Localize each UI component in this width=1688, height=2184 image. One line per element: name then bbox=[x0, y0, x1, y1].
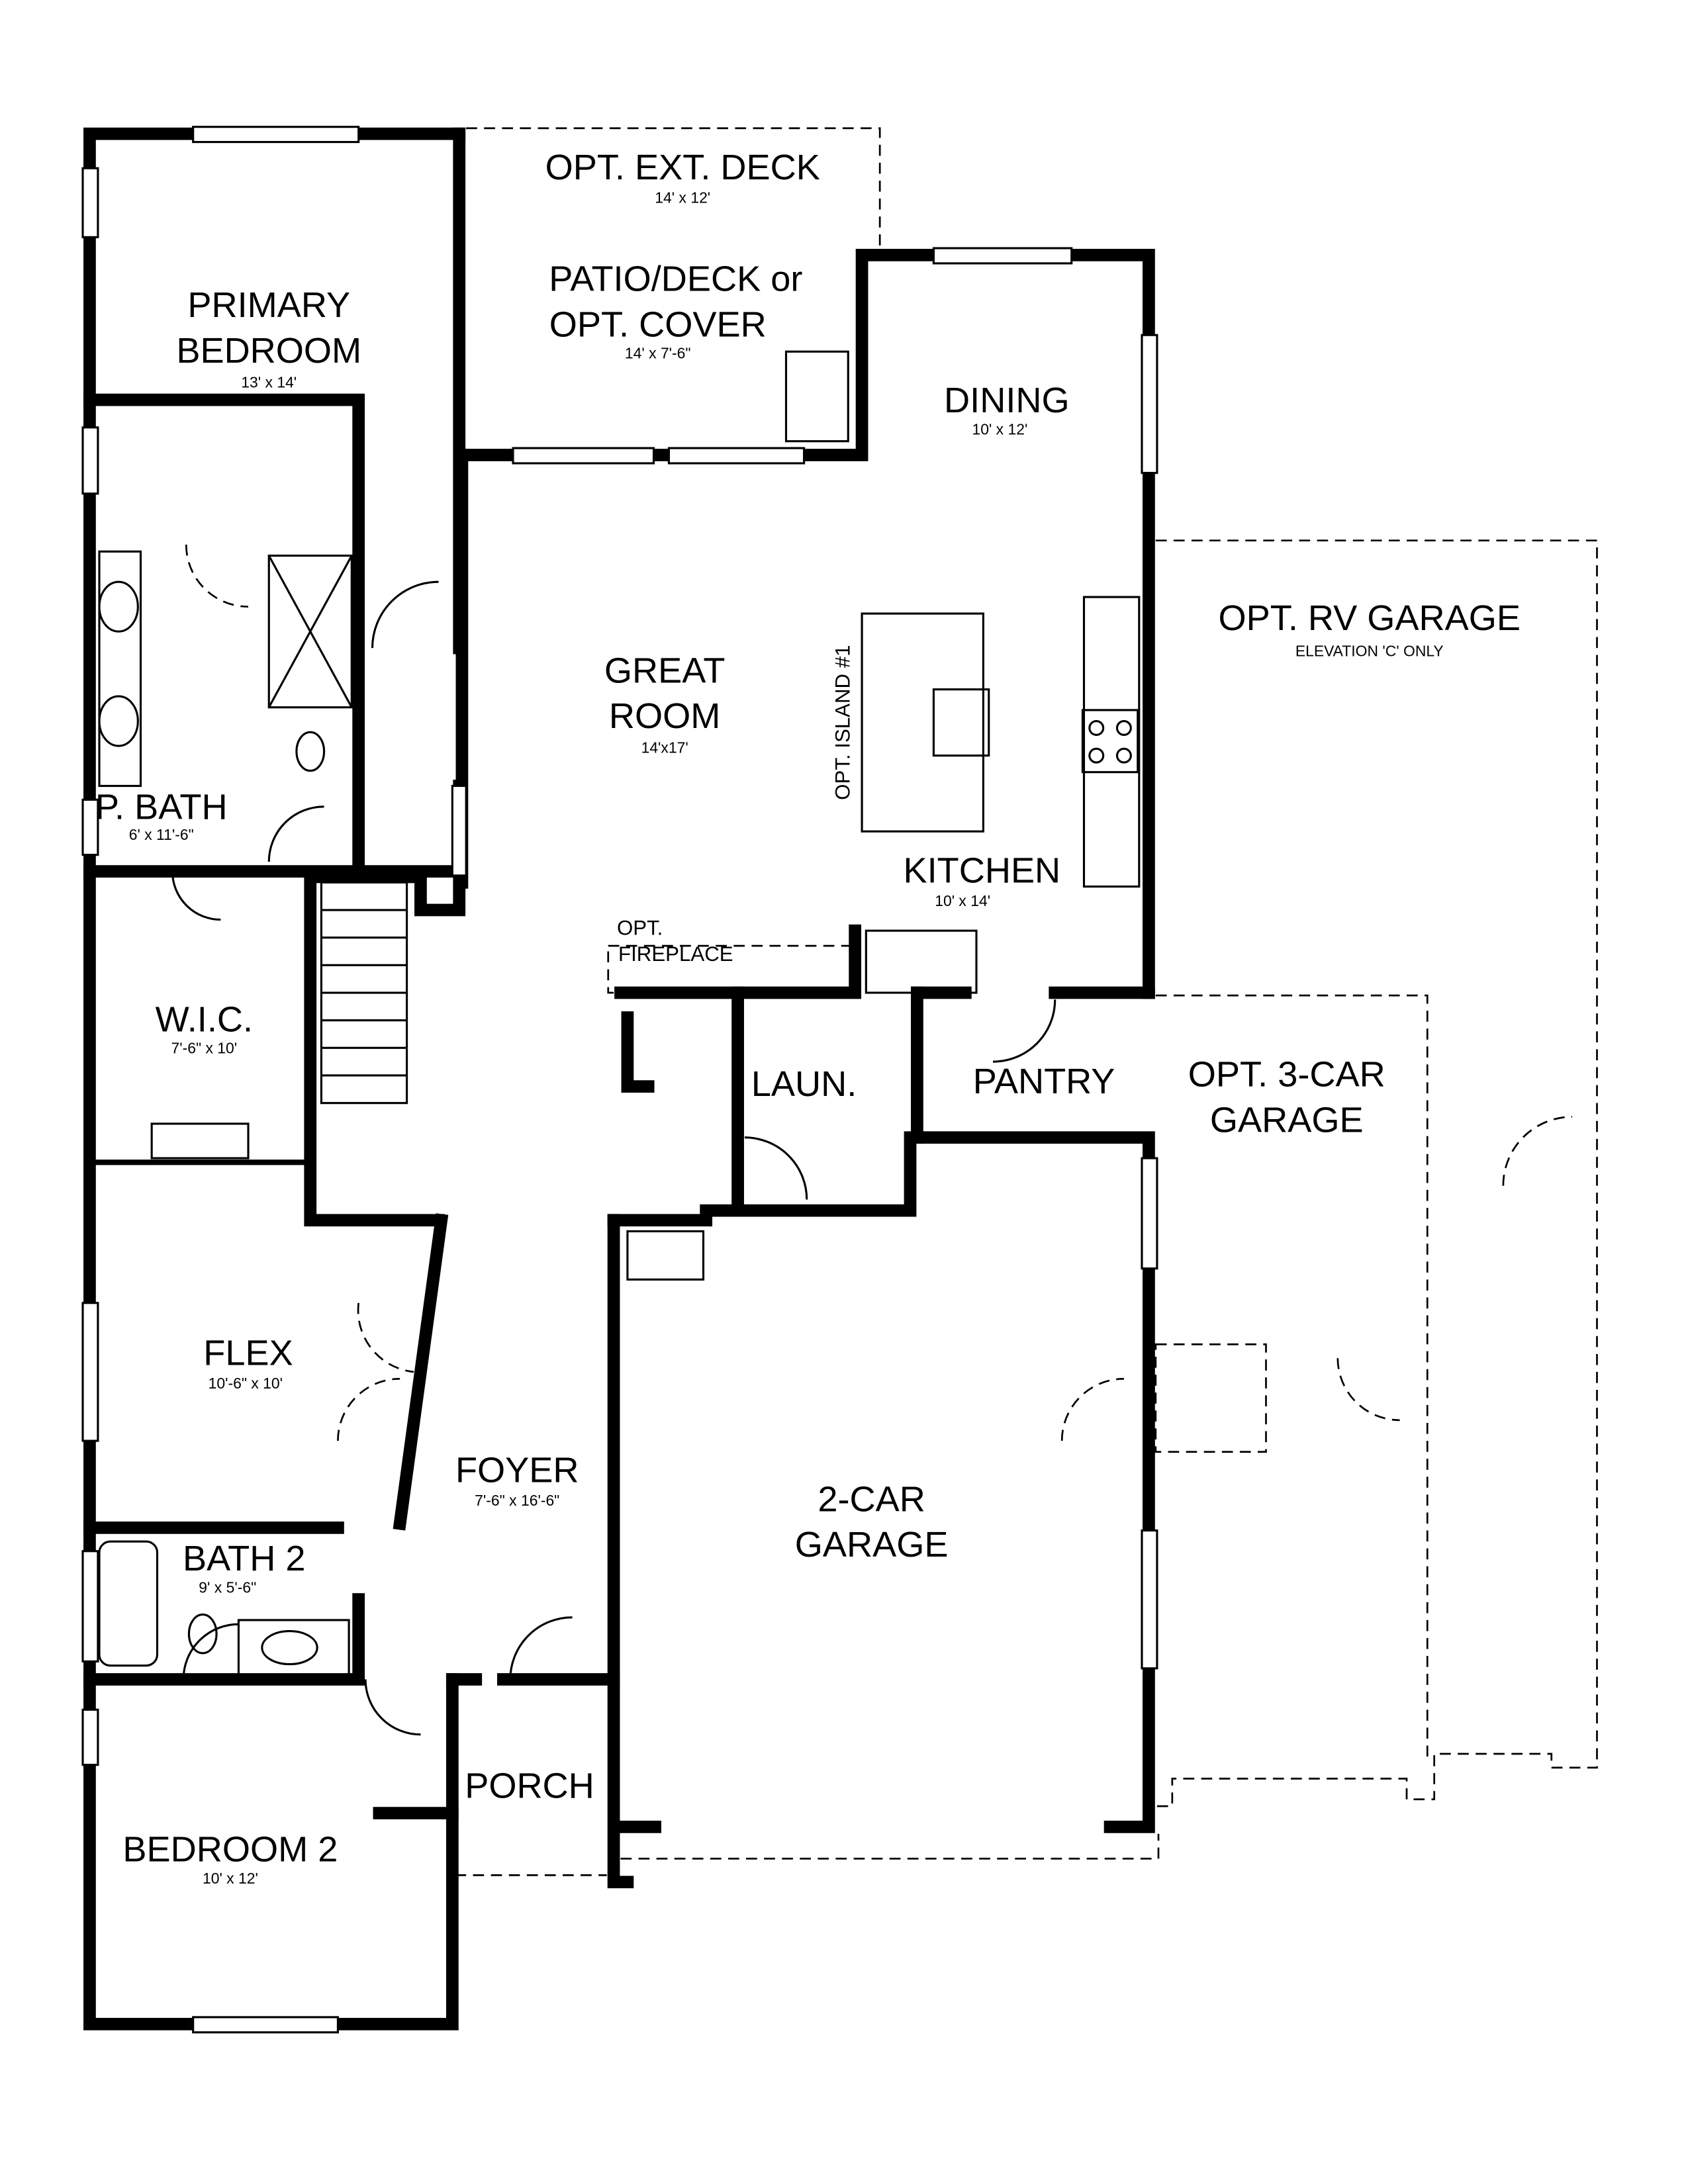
room-name-porch: PORCH bbox=[465, 1766, 594, 1806]
room-dims-p-bath: 6' x 11'-6" bbox=[129, 826, 194, 843]
room-dims-flex: 10'-6" x 10' bbox=[209, 1375, 283, 1392]
room-name-3-car-garage-2: GARAGE bbox=[1210, 1100, 1364, 1140]
fireplace-label-2: FIREPLACE bbox=[618, 942, 733, 966]
room-name-ext-deck: OPT. EXT. DECK bbox=[545, 148, 820, 187]
room-name-3-car-garage: OPT. 3-CAR bbox=[1188, 1055, 1385, 1095]
room-dims-dining: 10' x 12' bbox=[972, 420, 1027, 437]
room-dims-kitchen: 10' x 14' bbox=[935, 892, 990, 909]
sink-icon bbox=[98, 695, 139, 747]
fireplace-label: OPT. bbox=[617, 917, 663, 940]
bathtub-icon bbox=[98, 1540, 159, 1667]
sink-icon bbox=[932, 688, 990, 757]
room-dims-great-room: 14'x17' bbox=[641, 739, 688, 756]
room-dims-wic: 7'-6" x 10' bbox=[171, 1040, 238, 1057]
room-name-kitchen: KITCHEN bbox=[903, 850, 1060, 890]
room-name-foyer: FOYER bbox=[455, 1451, 579, 1490]
room-dims-foyer: 7'-6" x 16'-6" bbox=[475, 1492, 559, 1509]
room-name-2-car-garage-2: GARAGE bbox=[795, 1525, 949, 1565]
rv-garage-note: ELEVATION 'C' ONLY bbox=[1295, 643, 1444, 660]
room-labels: OPT. EXT. DECK 14' x 12' PATIO/DECK or O… bbox=[95, 148, 1521, 1887]
room-name-2-car-garage: 2-CAR bbox=[818, 1479, 925, 1519]
room-name-bath-2: BATH 2 bbox=[183, 1539, 306, 1578]
room-name-great-room-2: ROOM bbox=[609, 696, 720, 736]
room-name-p-bath: P. BATH bbox=[95, 788, 228, 827]
windows bbox=[81, 126, 1158, 2034]
room-name-patio-2: OPT. COVER bbox=[549, 304, 767, 344]
room-name-patio: PATIO/DECK or bbox=[549, 259, 802, 299]
room-name-flex: FLEX bbox=[203, 1334, 293, 1373]
fridge-icon bbox=[865, 929, 978, 994]
toilet-icon bbox=[187, 1614, 218, 1655]
room-dims-ext-deck: 14' x 12' bbox=[655, 189, 710, 206]
room-name-wic: W.I.C. bbox=[156, 999, 253, 1039]
room-name-laundry: LAUN. bbox=[751, 1064, 857, 1104]
toilet-icon bbox=[295, 731, 326, 772]
kitchen-island bbox=[861, 612, 984, 833]
room-name-bedroom-2: BEDROOM 2 bbox=[122, 1830, 338, 1870]
island-label: OPT. ISLAND #1 bbox=[831, 645, 854, 799]
steps bbox=[626, 1230, 705, 1281]
steps bbox=[784, 350, 849, 443]
room-dims-bedroom-2: 10' x 12' bbox=[203, 1870, 258, 1887]
kitchen-counter bbox=[1082, 596, 1141, 888]
shower-icon bbox=[267, 555, 353, 709]
room-dims-primary-bedroom: 13' x 14' bbox=[241, 373, 297, 390]
room-name-primary-bedroom-2: BEDROOM bbox=[176, 331, 361, 371]
room-dims-bath-2: 9' x 5'-6" bbox=[199, 1578, 256, 1596]
room-name-great-room: GREAT bbox=[604, 651, 726, 690]
fixtures bbox=[98, 350, 1573, 1736]
room-name-dining: DINING bbox=[944, 381, 1070, 420]
room-dims-patio: 14' x 7'-6" bbox=[625, 345, 691, 362]
room-name-rv-garage: OPT. RV GARAGE bbox=[1219, 598, 1521, 638]
room-name-pantry: PANTRY bbox=[973, 1062, 1115, 1101]
sink-icon bbox=[98, 580, 139, 633]
cooktop-icon bbox=[1081, 709, 1139, 774]
room-name-primary-bedroom: PRIMARY bbox=[187, 285, 350, 325]
